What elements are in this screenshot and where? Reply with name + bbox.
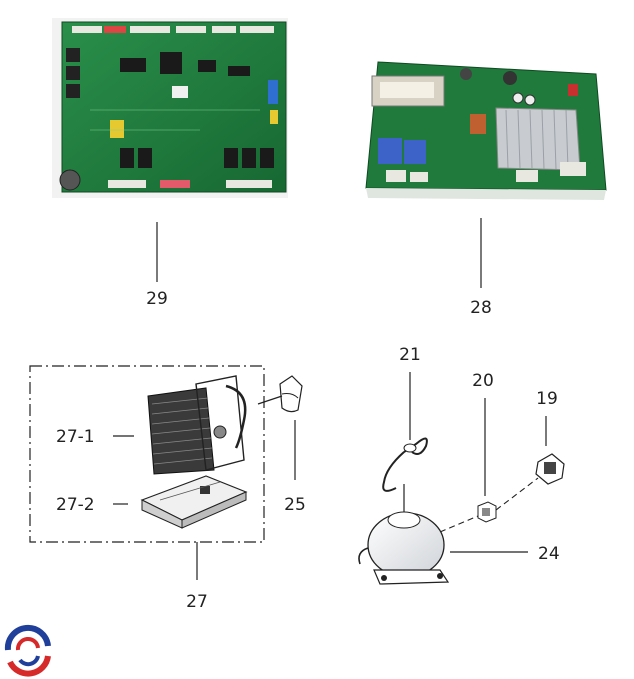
heatsink [495, 107, 581, 171]
tray-cover-27-2 [140, 475, 248, 529]
part-label-21: 21 [399, 345, 421, 365]
part-label-29: 29 [146, 289, 168, 309]
leader-line-25a [257, 395, 283, 405]
overload-block-20 [477, 501, 497, 523]
part-label-24: 24 [538, 544, 560, 564]
relay-part-19 [535, 453, 565, 485]
part-label-27-1: 27-1 [56, 427, 95, 447]
part-label-28: 28 [470, 298, 492, 318]
connector-tube-21 [382, 437, 428, 512]
part-label-19: 19 [536, 389, 558, 409]
part-label-25: 25 [284, 495, 306, 515]
main-pcb-29 [52, 18, 288, 198]
inverter-pcb-28 [365, 61, 607, 200]
compressor-24 [358, 511, 450, 585]
bracket-part-25 [279, 375, 303, 413]
company-logo-icon [4, 624, 52, 677]
wiring-line-a [439, 515, 479, 533]
wiring-line-b [495, 477, 539, 511]
part-label-20: 20 [472, 371, 494, 391]
assembly-box-27 [29, 365, 265, 543]
part-label-27: 27 [186, 592, 208, 612]
evaporator-fan-assembly-27-1 [147, 375, 247, 475]
part-label-27-2: 27-2 [56, 495, 95, 515]
